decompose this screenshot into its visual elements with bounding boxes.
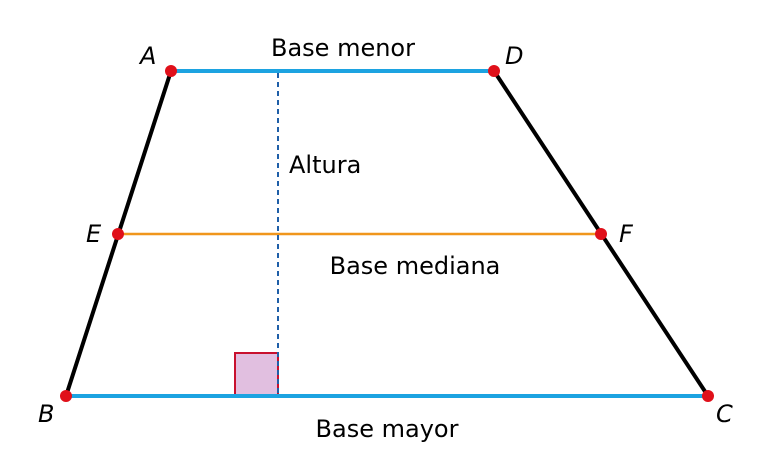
right-angle-marker (234, 352, 279, 396)
point-f (595, 228, 607, 240)
label-height: Altura (289, 151, 361, 179)
label-base-major: Base mayor (316, 415, 459, 443)
label-base-median: Base mediana (330, 252, 501, 280)
vertex-label-d: D (505, 42, 523, 70)
label-base-minor: Base menor (271, 34, 415, 62)
vertex-label-e: E (86, 220, 102, 248)
point-d (488, 65, 500, 77)
vertex-label-a: A (138, 42, 156, 70)
point-a (165, 65, 177, 77)
point-b (60, 390, 72, 402)
vertex-label-f: F (619, 220, 634, 248)
point-c (702, 390, 714, 402)
point-e (112, 228, 124, 240)
vertex-label-c: C (716, 400, 733, 428)
vertex-label-b: B (38, 400, 54, 428)
